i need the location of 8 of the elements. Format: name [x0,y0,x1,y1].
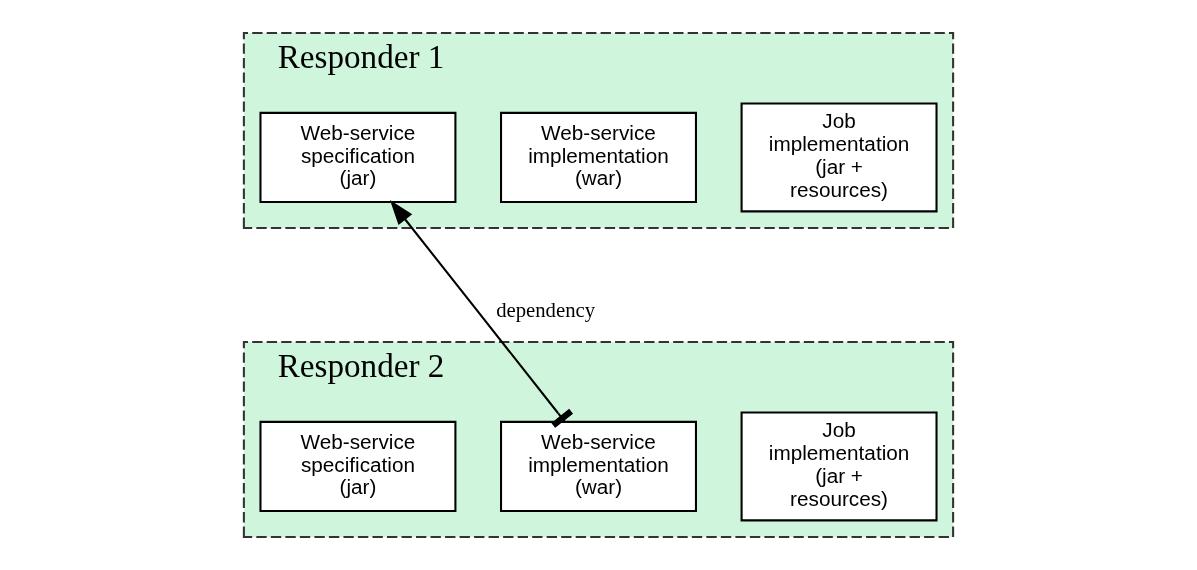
node-box: Job implementation (jar + resources) [740,411,938,522]
node-box: Web-service specification (jar) [259,420,457,513]
node-box: Web-service implementation (war) [500,111,697,204]
arrow [389,200,573,428]
edge-label: dependency [496,299,596,322]
node-box: Web-service specification (jar) [259,111,457,204]
node-box: Web-service implementation (war) [500,420,697,513]
node-box: Job implementation (jar + resources) [740,102,938,213]
